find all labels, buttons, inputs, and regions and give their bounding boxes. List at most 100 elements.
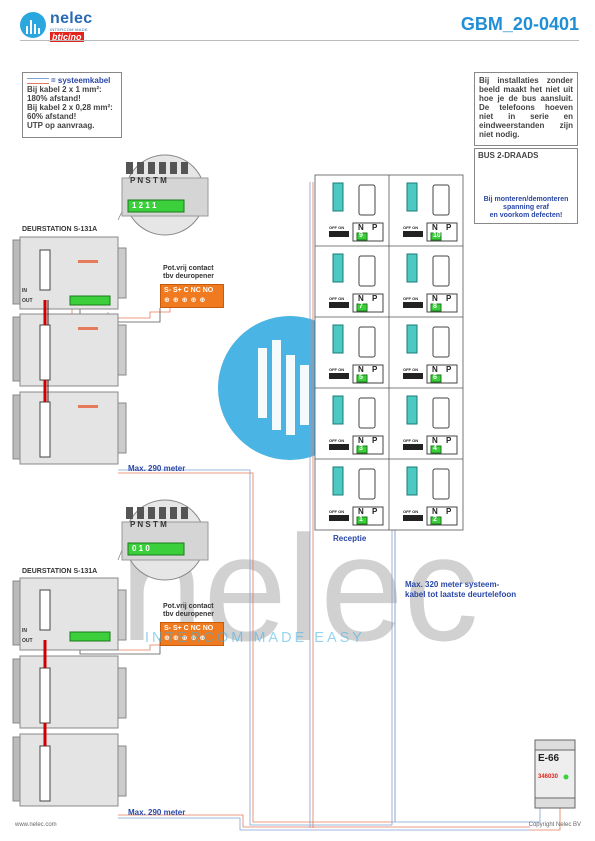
phone-handset-icon xyxy=(358,397,376,429)
out-label: OUT xyxy=(22,298,33,304)
phone-n-label: N xyxy=(358,294,364,303)
phone-p-label: P xyxy=(446,223,452,232)
power-supply-model: E-66 xyxy=(538,753,560,764)
zoom-callout-bottom xyxy=(121,499,209,581)
phone-n-label: N xyxy=(432,507,438,516)
relay-terminals: S- S+ C NC NO xyxy=(164,287,214,294)
phone-number-bg xyxy=(430,303,442,312)
phone-number-bg xyxy=(356,516,368,525)
phone-off-on-label: OFF ON xyxy=(329,438,345,443)
footer-copyright: Copyright Nelec BV xyxy=(528,822,581,828)
legend-line: Bij kabel 2 x 1 mm²: xyxy=(27,85,102,94)
phone-number: 2 xyxy=(433,516,437,523)
phone-p-label: P xyxy=(372,223,378,232)
phone-off-on-label: OFF ON xyxy=(329,296,345,301)
cable-label-top: Max. 290 meter xyxy=(128,464,186,473)
bticino-logo: bticino xyxy=(50,32,84,42)
dip-switch xyxy=(403,231,423,237)
phone-n-label: N xyxy=(432,294,438,303)
phone-terminal-block xyxy=(332,466,344,496)
phone-n-label: N xyxy=(358,436,364,445)
door-station-top-modules xyxy=(12,236,127,465)
phone-number: 8 xyxy=(433,303,437,310)
phone-number-bg xyxy=(356,303,368,312)
phone-terminal-block xyxy=(406,324,418,354)
phone-n-label: N xyxy=(432,365,438,374)
phone-terminal-block xyxy=(406,253,418,283)
phone-number: 9 xyxy=(359,232,363,239)
logo-text: nelec xyxy=(50,10,93,27)
phone-p-label: P xyxy=(446,436,452,445)
phone-number-bg xyxy=(430,374,442,383)
legend-line: 180% afstand! xyxy=(27,94,81,103)
phone-handset-icon xyxy=(432,184,450,216)
system-cable-key-icon xyxy=(27,77,49,84)
info-note: Bij installaties zonder beeld maakt het … xyxy=(474,72,578,146)
phone-off-on-label: OFF ON xyxy=(403,509,419,514)
legend-line: 60% afstand! xyxy=(27,112,77,121)
dip-switch xyxy=(329,302,349,308)
phone-terminal-block xyxy=(332,324,344,354)
in-label: IN xyxy=(22,288,27,294)
phone-handset-icon xyxy=(358,255,376,287)
phone-terminal-block xyxy=(406,182,418,212)
door-station-bottom-label: DEURSTATION S-131A xyxy=(22,568,98,575)
header-divider xyxy=(20,40,579,41)
warning-box: BUS 2-DRAADS Bij monteren/demonteren spa… xyxy=(474,148,578,224)
phone-number: 7 xyxy=(359,303,363,310)
phone-off-on-label: OFF ON xyxy=(403,296,419,301)
watermark-bars-icon xyxy=(258,340,309,435)
phone-number: 5 xyxy=(359,374,363,381)
door-station-bottom-modules xyxy=(12,577,127,807)
relay-module-top: S- S+ C NC NO ⊕⊕⊕⊕⊕ xyxy=(160,284,224,308)
contact-label-bottom-2: tbv deuropener xyxy=(163,611,214,618)
warning-line: en voorkom defecten! xyxy=(489,212,563,219)
legend-box: = systeemkabel Bij kabel 2 x 1 mm²: 180%… xyxy=(22,72,122,138)
phone-n-label: N xyxy=(432,223,438,232)
phone-terminal-block xyxy=(406,395,418,425)
phone-number-bg xyxy=(356,445,368,454)
dip-switch xyxy=(329,444,349,450)
zoom-terminals-top: P N S T M xyxy=(130,176,167,185)
phone-handset-icon xyxy=(358,468,376,500)
contact-label-bottom: Pot.vrij contact xyxy=(163,603,214,610)
phone-number-bg xyxy=(430,232,442,241)
phone-number-bg xyxy=(430,445,442,454)
phone-n-label: N xyxy=(358,365,364,374)
phone-number-bg xyxy=(356,232,368,241)
phone-p-label: P xyxy=(372,365,378,374)
system-cable-note-1: Max. 320 meter systeem- xyxy=(405,580,500,589)
phone-handset-icon xyxy=(358,184,376,216)
phone-handset-icon xyxy=(432,397,450,429)
nelec-logo: nelec INTERCOM MADE EASY bticino xyxy=(20,10,100,42)
dip-switch xyxy=(329,515,349,521)
zoom-values-top: 1 2 1 1 xyxy=(132,201,157,210)
phone-p-label: P xyxy=(372,507,378,516)
phone-off-on-label: OFF ON xyxy=(403,367,419,372)
phone-number-bg xyxy=(356,374,368,383)
phone-handset-icon xyxy=(358,326,376,358)
phone-number-bg xyxy=(430,516,442,525)
warning-title: BUS 2-DRAADS xyxy=(478,151,539,160)
relay-module-bottom: S- S+ C NC NO ⊕⊕⊕⊕⊕ xyxy=(160,622,224,646)
in-label: IN xyxy=(22,628,27,634)
reception-label: Receptie xyxy=(333,534,367,543)
phone-n-label: N xyxy=(358,223,364,232)
phone-p-label: P xyxy=(446,294,452,303)
phone-handset-icon xyxy=(432,255,450,287)
phone-n-label: N xyxy=(432,436,438,445)
power-supply-code: 346030 xyxy=(538,774,559,780)
legend-line: UTP op aanvraag. xyxy=(27,121,95,130)
info-note-text: Bij installaties zonder beeld maakt het … xyxy=(479,76,573,139)
phone-off-on-label: OFF ON xyxy=(403,438,419,443)
phone-terminal-block xyxy=(406,466,418,496)
legend-line: Bij kabel 2 x 0,28 mm²: xyxy=(27,103,113,112)
phone-off-on-label: OFF ON xyxy=(403,225,419,230)
dip-switch xyxy=(329,231,349,237)
phone-terminal-block xyxy=(332,182,344,212)
doc-code: GBM_20-0401 xyxy=(460,14,579,34)
warning-line: Bij monteren/demonteren xyxy=(483,196,569,203)
footer-website: www.nelec.com xyxy=(15,822,57,828)
warning-line: spanning eraf xyxy=(503,204,549,211)
